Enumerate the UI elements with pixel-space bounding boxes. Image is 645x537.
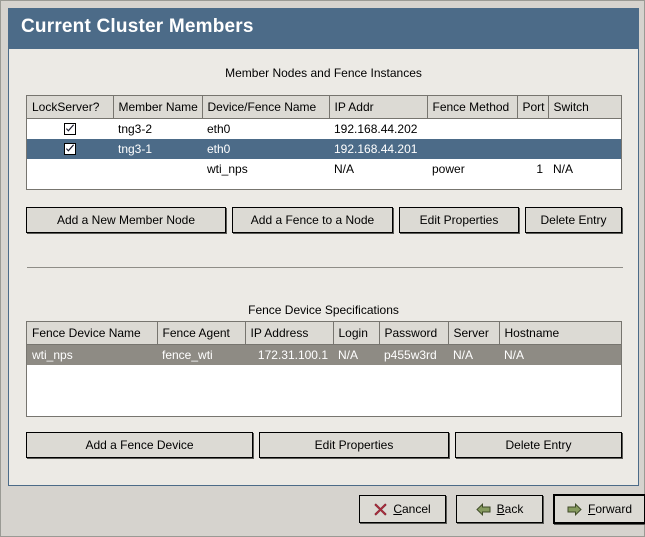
col-switch[interactable]: Switch — [548, 96, 621, 119]
col-fence-method[interactable]: Fence Method — [427, 96, 518, 119]
button-label: Add a Fence to a Node — [250, 213, 375, 227]
fence-devices-table[interactable]: Fence Device Name Fence Agent IP Address… — [26, 321, 622, 417]
back-mnemonic: B — [496, 502, 505, 516]
col-device-fence-name[interactable]: Device/Fence Name — [202, 96, 330, 119]
col-ip-address[interactable]: IP Address — [245, 322, 334, 345]
cell-member-name: tng3-1 — [113, 139, 202, 159]
arrow-left-icon — [475, 502, 491, 516]
back-label-rest: ack — [504, 502, 524, 516]
cell-switch — [548, 119, 621, 140]
delete-entry-fence-button[interactable]: Delete Entry — [455, 432, 622, 458]
cell-fence-method — [427, 139, 517, 159]
button-label: Delete Entry — [505, 438, 572, 452]
cell-device-fence-name: eth0 — [202, 139, 329, 159]
forward-label-rest: orward — [595, 502, 633, 516]
cell-lockserver — [27, 159, 113, 179]
fence-section-heading: Fence Device Specifications — [248, 303, 399, 317]
member-section-heading: Member Nodes and Fence Instances — [225, 66, 422, 80]
button-label: Add a Fence Device — [85, 438, 194, 452]
page-title: Current Cluster Members — [21, 16, 254, 37]
cell-switch — [548, 139, 621, 159]
cell-ip-addr: N/A — [334, 162, 355, 176]
cell-login: N/A — [333, 344, 379, 365]
cell-device-fence-name: eth0 — [207, 122, 231, 136]
cell-switch: N/A — [553, 162, 574, 176]
col-server[interactable]: Server — [448, 322, 500, 345]
cell-member-name: tng3-2 — [118, 122, 153, 136]
button-label: Edit Properties — [419, 213, 499, 227]
cell-port — [517, 139, 548, 159]
table-row[interactable]: tng3-2 eth0 192.168.44.202 — [27, 119, 621, 140]
fence-devices-grid: Fence Device Name Fence Agent IP Address… — [27, 322, 621, 365]
cell-password: p455w3rd — [379, 344, 448, 365]
add-fence-device-button[interactable]: Add a Fence Device — [26, 432, 253, 458]
col-hostname[interactable]: Hostname — [499, 322, 621, 345]
cancel-mnemonic: C — [393, 502, 402, 516]
lockserver-checkbox[interactable] — [64, 123, 76, 135]
cancel-label-rest: ancel — [401, 502, 431, 516]
cell-server: N/A — [448, 344, 499, 365]
cell-ip-addr: 192.168.44.202 — [334, 122, 418, 136]
button-label: Edit Properties — [314, 438, 394, 452]
cell-lockserver[interactable] — [27, 119, 113, 140]
edit-properties-member-button[interactable]: Edit Properties — [399, 207, 519, 233]
section-divider — [27, 267, 623, 268]
forward-mnemonic: F — [587, 502, 596, 516]
col-fence-device-name[interactable]: Fence Device Name — [27, 322, 158, 345]
cell-member-name — [113, 159, 202, 179]
button-label: Delete Entry — [540, 213, 607, 227]
table-row[interactable]: wti_nps fence_wti 172.31.100.1 N/A p455w… — [27, 344, 621, 365]
cell-port — [517, 119, 548, 140]
edit-properties-fence-button[interactable]: Edit Properties — [259, 432, 449, 458]
content-panel: Member Nodes and Fence Instances LockSer… — [8, 49, 639, 486]
table-header-row: LockServer? Member Name Device/Fence Nam… — [27, 96, 621, 119]
cell-fence-device-name: wti_nps — [27, 344, 157, 365]
cell-port: 1 — [536, 162, 543, 176]
col-lockserver[interactable]: LockServer? — [27, 96, 114, 119]
col-password[interactable]: Password — [379, 322, 449, 345]
add-fence-to-node-button[interactable]: Add a Fence to a Node — [232, 207, 393, 233]
table-row[interactable]: tng3-1 eth0 192.168.44.201 — [27, 139, 621, 159]
cell-fence-method — [427, 119, 517, 140]
col-fence-agent[interactable]: Fence Agent — [157, 322, 246, 345]
col-member-name[interactable]: Member Name — [113, 96, 203, 119]
arrow-right-icon — [567, 502, 582, 516]
col-port[interactable]: Port — [517, 96, 549, 119]
cell-fence-method: power — [432, 162, 465, 176]
col-ip-addr[interactable]: IP Addr — [329, 96, 428, 119]
cell-ip-address: 172.31.100.1 — [245, 344, 333, 365]
title-bar: Current Cluster Members — [8, 8, 639, 49]
button-label: Add a New Member Node — [56, 213, 196, 227]
cell-hostname: N/A — [499, 344, 621, 365]
cell-ip-addr: 192.168.44.201 — [329, 139, 427, 159]
table-row[interactable]: wti_nps N/A power 1 N/A — [27, 159, 621, 179]
cell-device-fence-name: wti_nps — [207, 162, 248, 176]
col-login[interactable]: Login — [333, 322, 380, 345]
table-header-row: Fence Device Name Fence Agent IP Address… — [27, 322, 621, 345]
cancel-x-icon — [374, 502, 388, 516]
delete-entry-member-button[interactable]: Delete Entry — [525, 207, 622, 233]
add-new-member-node-button[interactable]: Add a New Member Node — [26, 207, 226, 233]
lockserver-checkbox[interactable] — [64, 143, 76, 155]
cell-fence-agent: fence_wti — [157, 344, 245, 365]
cell-lockserver[interactable] — [27, 139, 113, 159]
member-nodes-grid: LockServer? Member Name Device/Fence Nam… — [27, 96, 621, 179]
member-nodes-table[interactable]: LockServer? Member Name Device/Fence Nam… — [26, 95, 622, 190]
